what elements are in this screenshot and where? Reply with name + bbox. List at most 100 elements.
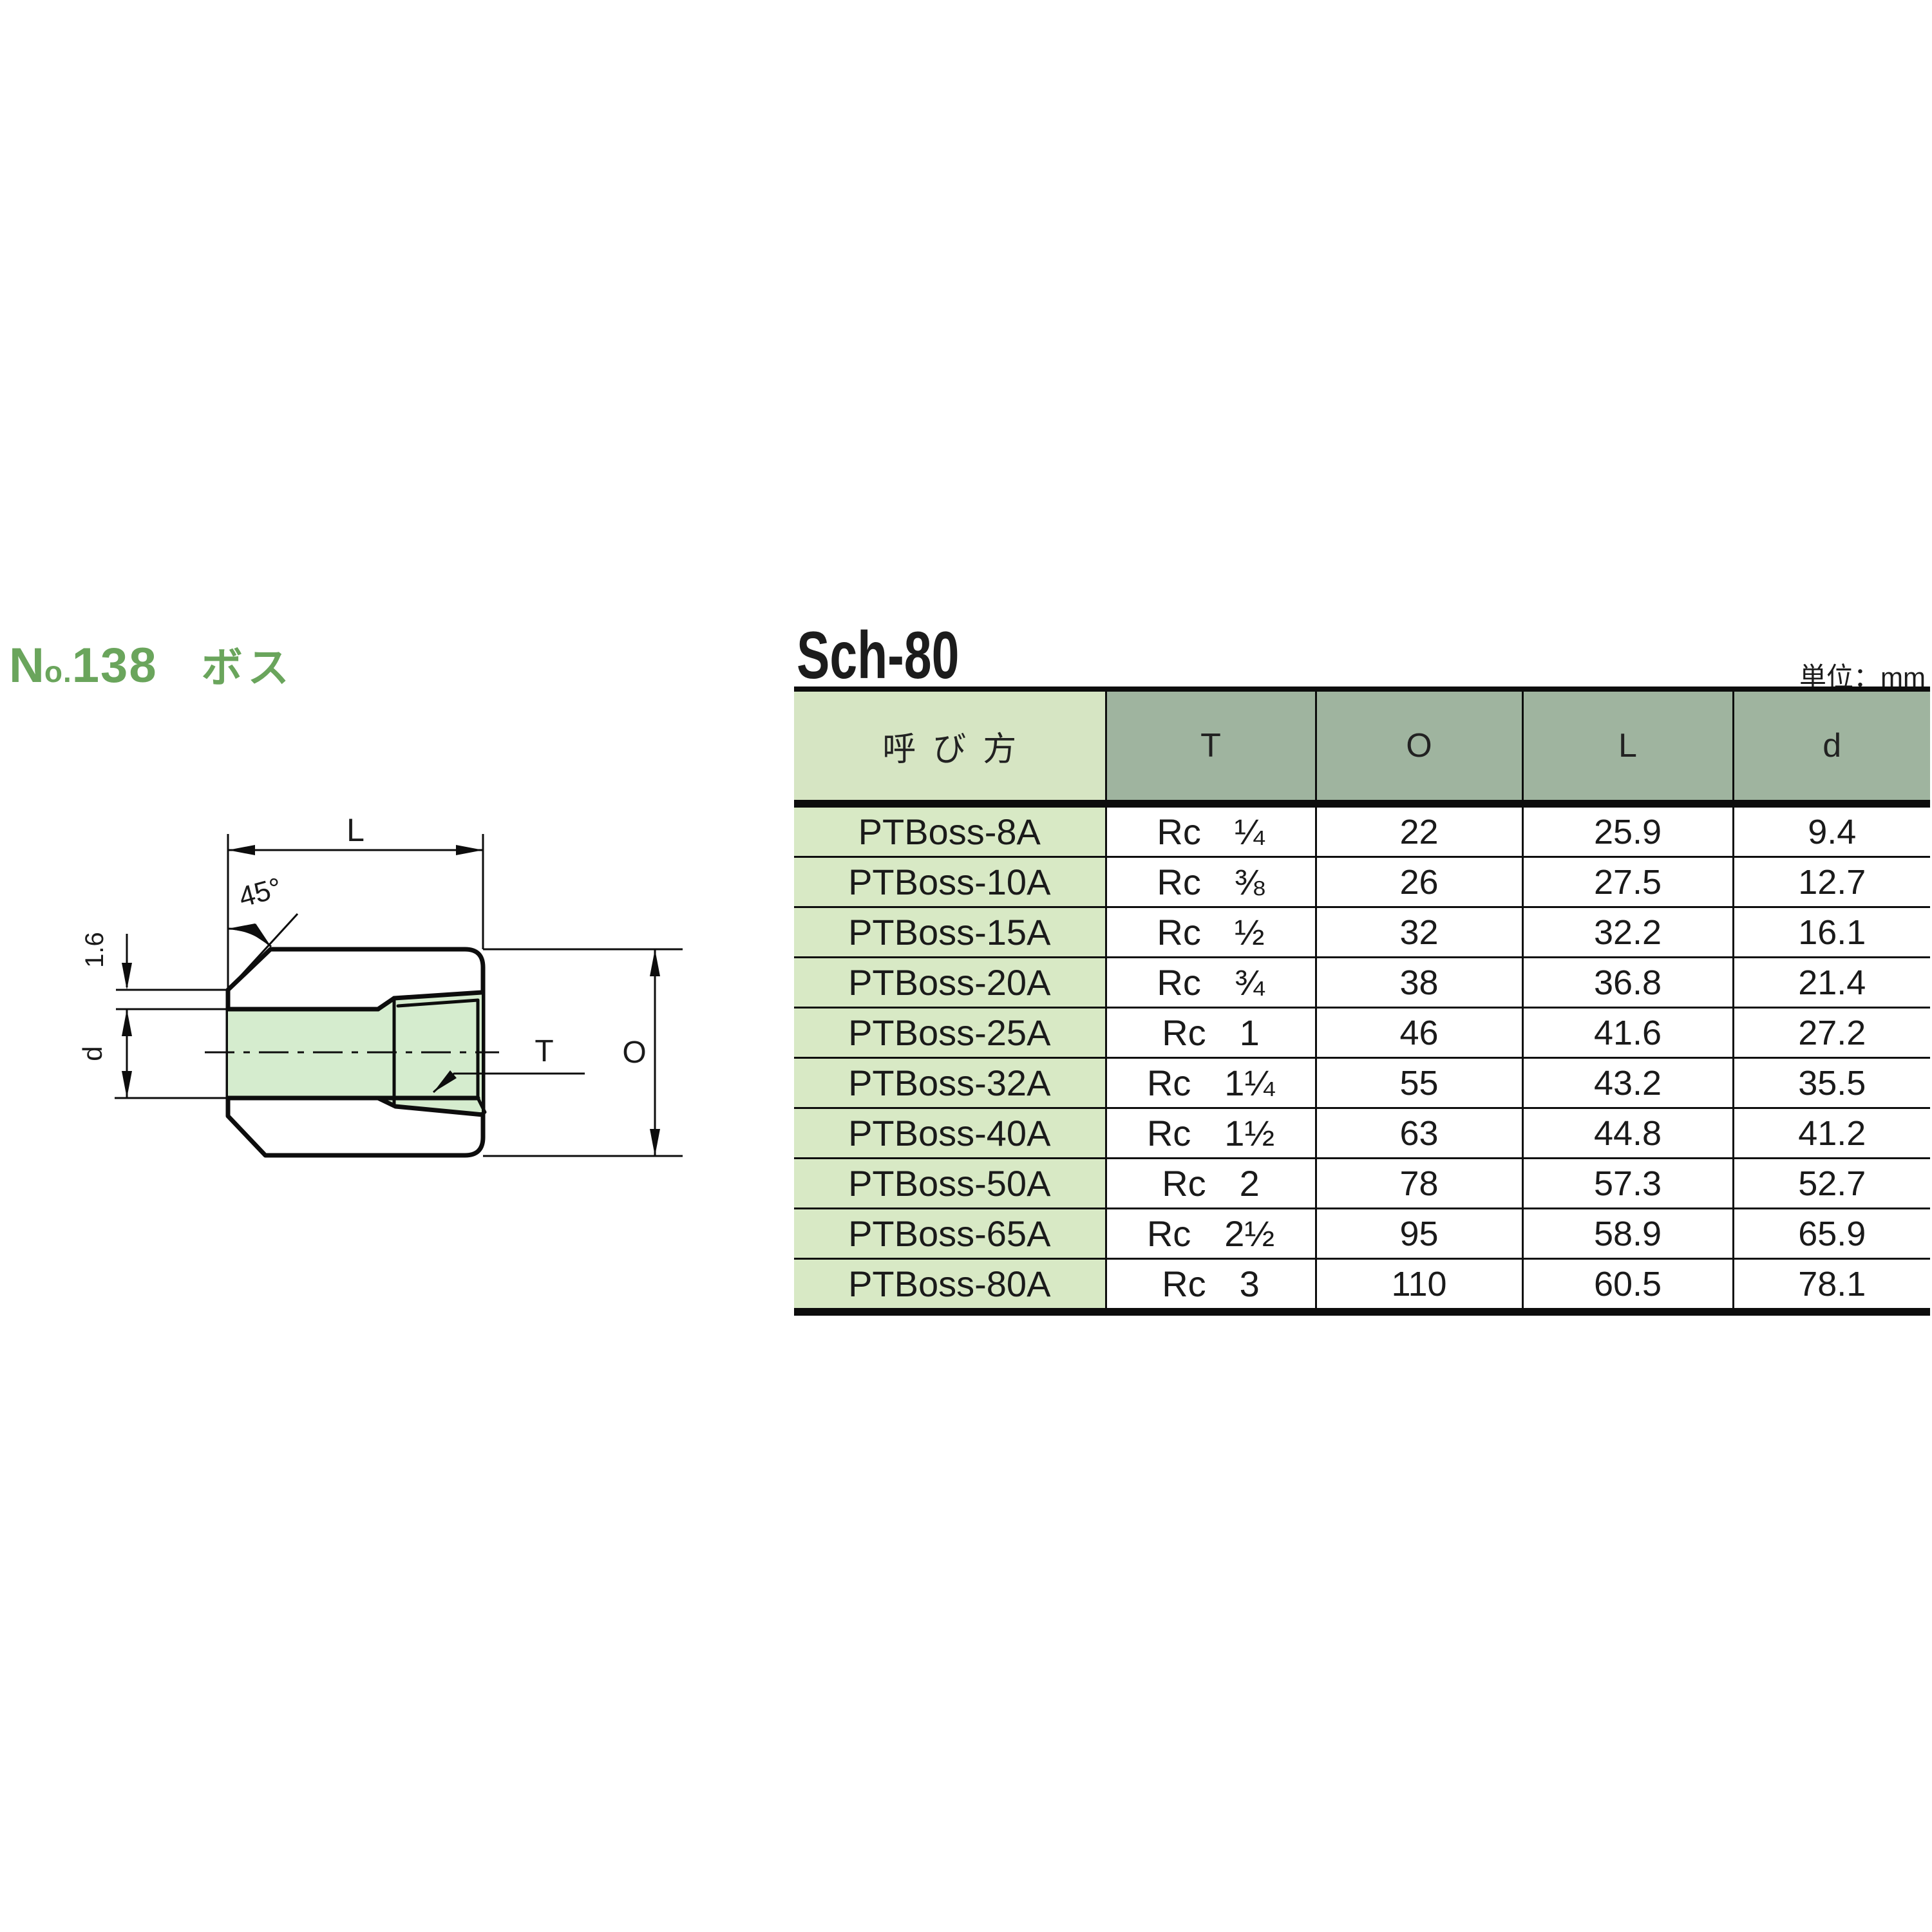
arrowhead-right [456, 845, 483, 855]
label-d: d [77, 1046, 108, 1061]
header-name: 呼び方 [794, 689, 1106, 808]
dimension-angle: 45° [227, 872, 299, 991]
cell-L: 58.9 [1521, 1208, 1733, 1259]
arrowhead-O-top [650, 949, 660, 976]
cell-d: 9.4 [1732, 804, 1930, 857]
thread-type: Rc [1157, 962, 1201, 1003]
cell-d: 27.2 [1732, 1007, 1930, 1058]
cell-d: 78.1 [1732, 1258, 1930, 1312]
arrowhead-d-bottom [122, 1071, 132, 1098]
cell-thread-T: Rc ¾ [1104, 956, 1316, 1008]
cell-product-name: PTBoss-40A [794, 1107, 1106, 1159]
cell-L: 25.9 [1521, 804, 1733, 857]
catalog-no-number: 138 [71, 638, 158, 693]
arrowhead-arc-right [248, 923, 271, 947]
arrowhead-1-6 [122, 963, 132, 990]
thread-size: 1¼ [1224, 1063, 1275, 1103]
cell-L: 43.2 [1521, 1057, 1733, 1108]
cell-L: 60.5 [1521, 1258, 1733, 1312]
label-O: O [622, 1036, 646, 1070]
thread-size: ¾ [1234, 962, 1265, 1003]
catalog-no-small: o. [44, 655, 72, 688]
arrowhead-d-top [122, 1009, 132, 1036]
thread-size: 1½ [1224, 1113, 1275, 1153]
cell-product-name: PTBoss-80A [794, 1258, 1106, 1312]
thread-size: ⅜ [1234, 862, 1265, 902]
thread-type: Rc [1157, 811, 1201, 852]
cell-product-name: PTBoss-25A [794, 1007, 1106, 1058]
spec-table-header: 呼び方 T O L d [794, 689, 1930, 808]
cell-L: 57.3 [1521, 1157, 1733, 1209]
cell-O: 78 [1314, 1157, 1522, 1209]
thread-type: Rc [1146, 1063, 1191, 1103]
thread-type: Rc [1157, 862, 1201, 902]
cell-d: 21.4 [1732, 956, 1930, 1008]
cell-O: 46 [1314, 1007, 1522, 1058]
cell-O: 110 [1314, 1258, 1522, 1312]
header-L: L [1521, 689, 1733, 808]
table-title: Sch-80 [797, 618, 960, 693]
dimension-L: L [227, 812, 484, 990]
catalog-no-prefix: N [9, 638, 44, 693]
cell-d: 16.1 [1732, 906, 1930, 958]
cell-L: 41.6 [1521, 1007, 1733, 1058]
cell-product-name: PTBoss-15A [794, 906, 1106, 958]
cell-product-name: PTBoss-32A [794, 1057, 1106, 1108]
header-d: d [1732, 689, 1930, 808]
boss-technical-drawing: L 45° 1.6 d [77, 812, 683, 1158]
cell-d: 65.9 [1732, 1208, 1930, 1259]
cell-d: 41.2 [1732, 1107, 1930, 1159]
cell-O: 55 [1314, 1057, 1522, 1108]
boss-bore [225, 990, 487, 1117]
dimension-T: T [432, 1034, 585, 1094]
cell-product-name: PTBoss-50A [794, 1157, 1106, 1209]
thread-type: Rc [1146, 1113, 1191, 1153]
cell-O: 26 [1314, 856, 1522, 907]
product-name: ボス [201, 645, 294, 691]
label-T: T [535, 1034, 553, 1068]
cell-L: 32.2 [1521, 906, 1733, 958]
cell-O: 38 [1314, 956, 1522, 1008]
cell-d: 52.7 [1732, 1157, 1930, 1209]
thread-type: Rc [1162, 1264, 1206, 1304]
cell-product-name: PTBoss-10A [794, 856, 1106, 907]
cell-product-name: PTBoss-65A [794, 1208, 1106, 1259]
boss-body [225, 947, 486, 1158]
cell-L: 36.8 [1521, 956, 1733, 1008]
arrowhead-T [433, 1070, 457, 1092]
thread-type: Rc [1162, 1163, 1206, 1204]
cell-d: 35.5 [1732, 1057, 1930, 1108]
arrowhead-left [228, 845, 255, 855]
cell-O: 32 [1314, 906, 1522, 958]
thread-size: 2½ [1224, 1213, 1275, 1254]
cell-thread-T: Rc 1¼ [1104, 1057, 1316, 1108]
thread-size: 3 [1239, 1264, 1260, 1304]
label-L: L [346, 812, 365, 848]
dimension-O: O [483, 948, 683, 1157]
thread-size: ½ [1234, 912, 1265, 952]
thread-size: 1 [1239, 1012, 1260, 1053]
cell-L: 44.8 [1521, 1107, 1733, 1159]
header-O: O [1314, 689, 1522, 808]
header-T: T [1104, 689, 1316, 808]
cell-thread-T: Rc 3 [1104, 1258, 1316, 1312]
cell-product-name: PTBoss-8A [794, 804, 1106, 857]
cell-d: 12.7 [1732, 856, 1930, 907]
cell-O: 95 [1314, 1208, 1522, 1259]
